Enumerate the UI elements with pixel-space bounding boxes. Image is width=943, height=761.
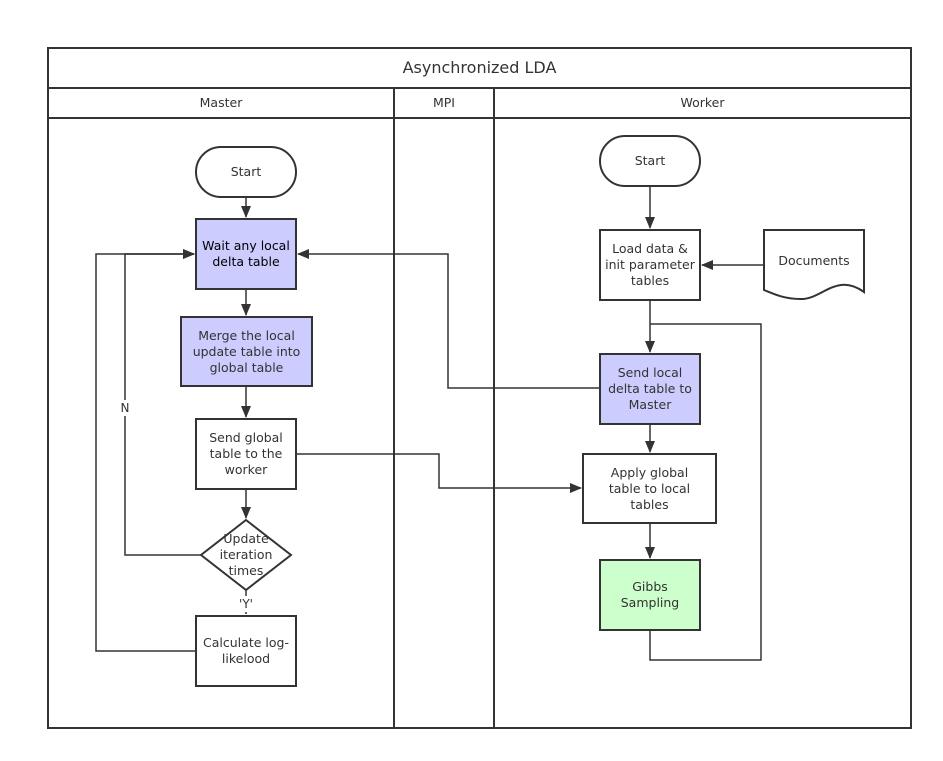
gibbs-sampling-label: Gibbs Sampling: [620, 579, 680, 610]
documents-shape: [763, 229, 865, 301]
documents-label: Documents: [778, 253, 850, 268]
wait-delta-label: Wait any local delta table: [202, 238, 290, 269]
calculate-loglikelihood-label: Calculate log-likelood: [203, 635, 289, 666]
edge-decision-no-loop: [124, 249, 201, 556]
diagram-title: Asynchronized LDA: [402, 58, 557, 77]
worker-start-label: Start: [634, 153, 666, 168]
send-local-process: [599, 353, 701, 425]
apply-global-label: Apply global table to local tables: [608, 464, 691, 512]
edge-send-global-to-apply: [296, 453, 582, 493]
lane-label-master: Master: [199, 95, 243, 110]
edge-calc-loop: [95, 249, 196, 652]
master-start-label: Start: [230, 164, 262, 179]
update-iteration-label: Update iteration times: [219, 531, 273, 578]
merge-tables-label: Merge the local update table into global…: [192, 327, 301, 375]
merge-tables-process: [180, 316, 313, 387]
load-data-label: Load data & init parameter tables: [605, 241, 695, 288]
calculate-loglikelihood-process: [195, 615, 297, 687]
send-global-process: [195, 418, 297, 490]
send-local-label: Send local delta table to Master: [608, 365, 692, 412]
edge-send-local-to-wait: [297, 249, 600, 389]
load-data-process: [599, 229, 701, 301]
send-global-label: Send global table to the worker: [209, 430, 283, 477]
edge-label-yes: 'Y': [237, 596, 255, 612]
edge-label-no: N: [118, 400, 132, 416]
lane-label-mpi: MPI: [432, 95, 455, 110]
pool-border: [47, 47, 912, 729]
gibbs-sampling-process: [599, 559, 701, 631]
swimlane-pool: [47, 47, 912, 729]
edge-gibbs-loop: [649, 323, 762, 661]
lane-label-worker: Worker: [680, 95, 725, 110]
